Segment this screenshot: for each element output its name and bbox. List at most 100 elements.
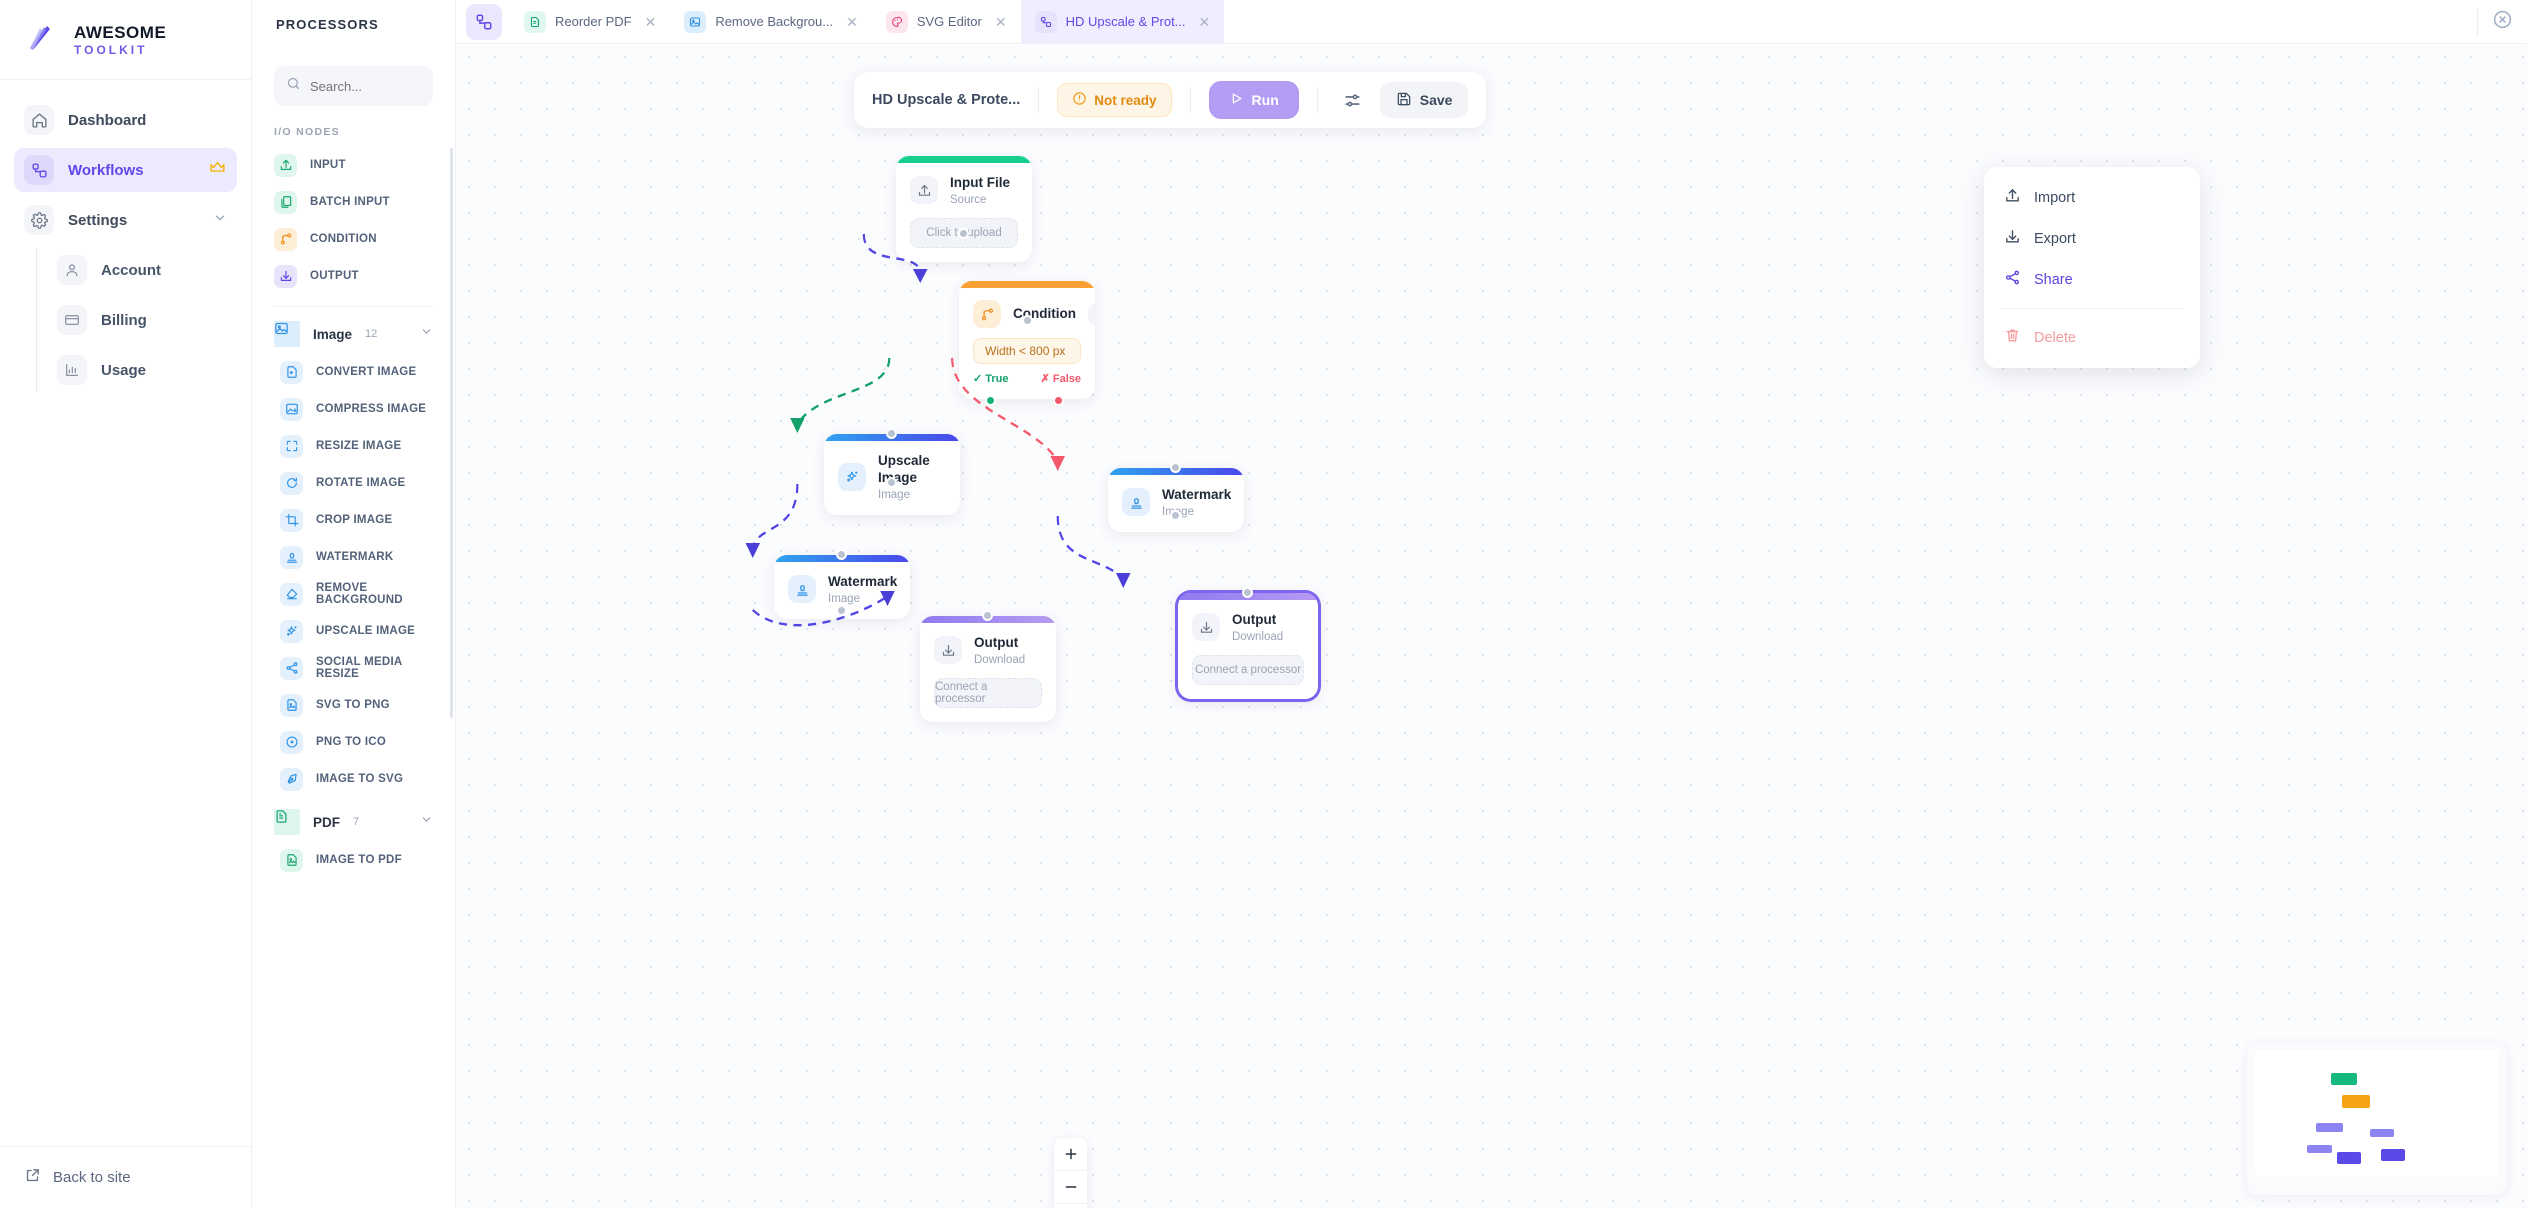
tab-close-icon[interactable]: ✕ — [846, 13, 858, 30]
menu-item-export[interactable]: Export — [1984, 218, 2200, 259]
node-watermark-right[interactable]: Watermark Image — [1108, 468, 1244, 532]
processor-image-to-pdf[interactable]: IMAGE TO PDF — [252, 844, 455, 876]
processor-remove-background[interactable]: REMOVE BACKGROUND — [252, 578, 455, 610]
processor-image-to-svg[interactable]: IMAGE TO SVG — [252, 763, 455, 795]
node-port-input[interactable] — [1242, 587, 1253, 598]
node-port-output[interactable] — [836, 605, 847, 616]
zoom-out-button[interactable] — [1054, 1171, 1087, 1204]
eraser-icon — [280, 582, 303, 606]
processor-condition[interactable]: CONDITION — [252, 223, 455, 255]
processor-batch-input[interactable]: BATCH INPUT — [252, 186, 455, 218]
minimap-node — [2316, 1123, 2343, 1132]
node-port-input[interactable] — [886, 428, 897, 439]
fit-view-button[interactable] — [1054, 1204, 1087, 1208]
sidebar-item-usage[interactable]: Usage — [47, 348, 237, 392]
minimap-node — [2369, 1128, 2395, 1138]
sliders-icon[interactable] — [1336, 83, 1370, 117]
node-port-output[interactable] — [886, 477, 897, 488]
node-connect-slot[interactable]: Connect a processor — [1192, 654, 1304, 685]
processor-crop-image[interactable]: CROP IMAGE — [252, 504, 455, 536]
node-port-output[interactable] — [1170, 510, 1181, 521]
save-label: Save — [1419, 92, 1453, 108]
chevron-down-icon — [420, 325, 433, 343]
node-output-left[interactable]: Output Download Connect a processor — [920, 616, 1056, 722]
processor-label: IMAGE TO PDF — [316, 854, 402, 866]
save-button[interactable]: Save — [1379, 82, 1469, 118]
node-upscale-image[interactable]: Upscale Image Image — [824, 434, 960, 515]
node-port-input[interactable] — [1170, 462, 1181, 473]
rotate-icon — [280, 471, 303, 495]
processor-rotate-image[interactable]: ROTATE IMAGE — [252, 467, 455, 499]
processor-group-pdf[interactable]: PDF 7 — [252, 805, 455, 839]
sidebar-item-account[interactable]: Account — [47, 248, 237, 292]
search-input[interactable] — [310, 78, 455, 94]
node-port-input[interactable] — [836, 549, 847, 560]
node-title: Upscale Image — [878, 453, 930, 485]
circle-x-icon[interactable] — [2492, 9, 2513, 35]
menu-item-import[interactable]: Import — [1984, 177, 2200, 218]
chevron-down-icon — [213, 211, 227, 230]
workflow-home-icon[interactable] — [466, 3, 502, 40]
card-icon — [57, 305, 87, 335]
processor-watermark[interactable]: WATERMARK — [252, 541, 455, 573]
processor-label: REMOVE BACKGROUND — [316, 582, 403, 606]
node-filetype-badge: Any file — [1087, 303, 1095, 325]
minimap-node — [2341, 1095, 2370, 1108]
tab-svg-editor[interactable]: SVG Editor ✕ — [872, 0, 1021, 44]
pen-nib-icon — [280, 767, 303, 791]
processor-input[interactable]: INPUT — [252, 149, 455, 181]
sidebar-item-billing[interactable]: Billing — [47, 298, 237, 342]
minimap[interactable] — [2247, 1043, 2507, 1195]
processor-social-media-resize[interactable]: SOCIAL MEDIA RESIZE — [252, 652, 455, 684]
node-port-input[interactable] — [1022, 315, 1033, 326]
processor-png-to-ico[interactable]: PNG TO ICO — [252, 726, 455, 758]
crown-icon — [208, 159, 227, 181]
tab-hd-upscale-protect[interactable]: HD Upscale & Prot... ✕ — [1020, 0, 1225, 44]
tab-close-icon[interactable]: ✕ — [644, 13, 657, 30]
zoom-in-button[interactable] — [1054, 1138, 1087, 1171]
node-subtitle: Download — [1232, 630, 1284, 643]
brand-title: AWESOME — [74, 22, 167, 42]
processor-svg-to-png[interactable]: SVG TO PNG — [252, 689, 455, 721]
processors-scrollbar[interactable] — [450, 148, 453, 718]
processor-search[interactable]: / — [274, 66, 455, 106]
node-connect-slot[interactable]: Connect a processor — [934, 677, 1042, 708]
share-nodes-icon — [280, 656, 303, 680]
processor-compress-image[interactable]: COMPRESS IMAGE — [252, 393, 455, 425]
node-title: Output — [1232, 612, 1277, 627]
node-port-true[interactable] — [985, 395, 996, 406]
processor-group-image[interactable]: Image 12 — [252, 317, 455, 351]
sidebar-item-dashboard[interactable]: Dashboard — [14, 98, 237, 142]
node-port-output[interactable] — [958, 228, 969, 239]
tab-remove-background[interactable]: Remove Backgrou... ✕ — [670, 0, 872, 44]
tab-close-icon[interactable]: ✕ — [994, 13, 1007, 30]
processor-output[interactable]: OUTPUT — [252, 260, 455, 292]
pdf-icon — [274, 809, 300, 835]
node-port-false[interactable] — [1053, 395, 1064, 406]
node-port-input[interactable] — [982, 610, 993, 621]
sidebar-item-workflows[interactable]: Workflows — [14, 148, 237, 192]
tab-label: HD Upscale & Prot... — [1065, 14, 1186, 29]
processor-label: CONDITION — [310, 233, 377, 245]
node-condition[interactable]: Condition Any file Width < 800 px ✓ True… — [959, 281, 1095, 399]
upload-icon — [910, 176, 938, 205]
menu-item-share[interactable]: Share — [1984, 259, 2200, 300]
node-input-file[interactable]: Input File Source Click to upload — [896, 156, 1032, 262]
processor-convert-image[interactable]: CONVERT IMAGE — [252, 356, 455, 388]
condition-expression[interactable]: Width < 800 px — [973, 338, 1081, 364]
processor-resize-image[interactable]: RESIZE IMAGE — [252, 430, 455, 462]
processor-label: UPSCALE IMAGE — [316, 625, 416, 637]
run-button[interactable]: Run — [1208, 81, 1299, 119]
tab-close-icon[interactable]: ✕ — [1198, 13, 1211, 30]
upload-icon — [2004, 187, 2021, 208]
processor-upscale-image[interactable]: UPSCALE IMAGE — [252, 615, 455, 647]
workflow-canvas[interactable]: HD Upscale & Prote... Not ready Run — [456, 44, 2527, 1208]
sidebar-item-settings[interactable]: Settings — [14, 198, 237, 242]
tab-reorder-pdf[interactable]: Reorder PDF ✕ — [510, 0, 670, 44]
pdf-file-icon — [524, 10, 546, 33]
back-to-site-link[interactable]: Back to site — [0, 1146, 251, 1208]
workflow-name[interactable]: HD Upscale & Prote... — [872, 92, 1021, 108]
download-icon — [2004, 228, 2021, 249]
node-output-right[interactable]: Output Download Connect a processor — [1178, 593, 1318, 699]
